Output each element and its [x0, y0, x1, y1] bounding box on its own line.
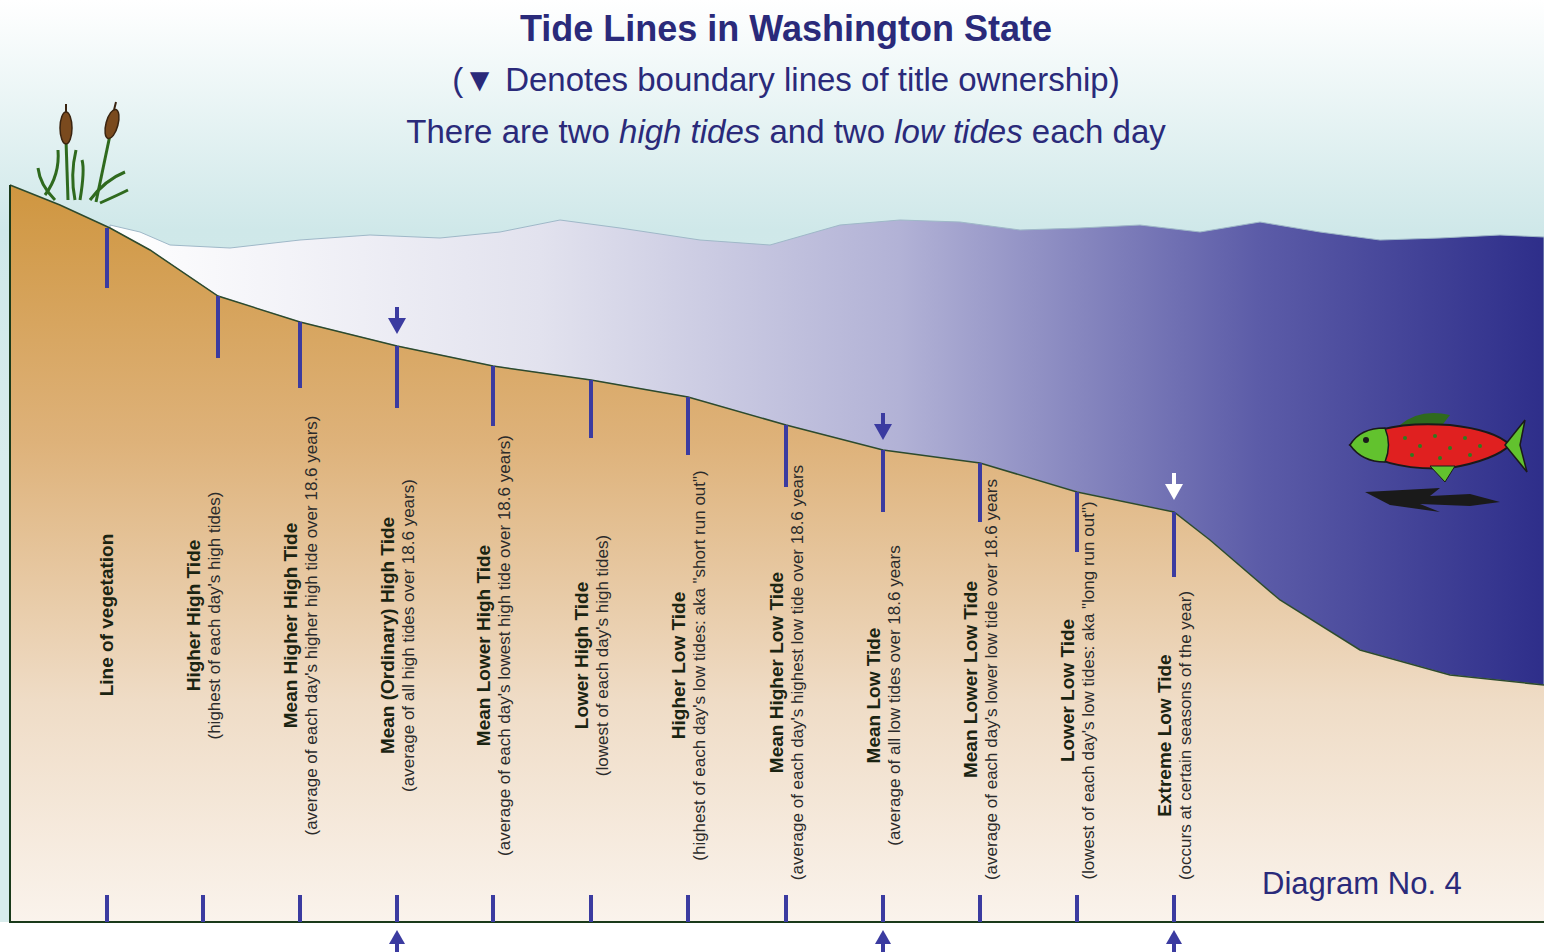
note-part: high tides: [619, 113, 760, 150]
tide-line-label: Lower High Tide(lowest of each day's hig…: [571, 435, 612, 875]
tide-line-description: (average of each day's lower low tide ov…: [982, 459, 1001, 899]
tide-line-name: Higher Low Tide: [668, 445, 690, 885]
tide-line-label: Extreme Low Tide(occurs at certain seaso…: [1154, 515, 1195, 952]
tide-line-description: (average of each day's higher high tide …: [302, 405, 321, 845]
tide-line-name: Mean (Ordinary) High Tide: [377, 415, 399, 855]
tide-line-name: Lower Low Tide: [1057, 471, 1079, 911]
tide-line-description: (highest of each day's high tides): [205, 395, 224, 835]
tide-line-label: Higher High Tide(highest of each day's h…: [183, 395, 224, 835]
tide-line-name: Mean Low Tide: [863, 475, 885, 915]
tide-line-label: Mean Lower High Tide(average of each day…: [473, 425, 514, 865]
tide-line-label: Mean Low Tide(average of all low tides o…: [863, 475, 904, 915]
note-part: low tides: [894, 113, 1022, 150]
tide-line-description: (lowest of each day's low tides: aka "lo…: [1079, 471, 1098, 911]
tide-line-label: Mean Higher Low Tide(average of each day…: [766, 452, 807, 892]
tide-line-description: (average of all low tides over 18.6 year…: [885, 475, 904, 915]
note-part: and two: [769, 113, 885, 150]
tide-line-description: (average of all high tides over 18.6 yea…: [399, 415, 418, 855]
tide-line-description: (average of each day's highest low tide …: [788, 452, 807, 892]
tide-line-label: Mean Higher High Tide(average of each da…: [280, 405, 321, 845]
tide-line-description: (highest of each day's low tides: aka "s…: [690, 445, 709, 885]
tide-line-label: Mean Lower Low Tide(average of each day'…: [960, 459, 1001, 899]
tide-line-name: Line of vegetation: [96, 395, 118, 835]
tide-line-label: Line of vegetation: [96, 395, 118, 835]
note-part: There are two: [406, 113, 610, 150]
tide-line-name: Mean Lower High Tide: [473, 425, 495, 865]
tide-line-name: Mean Lower Low Tide: [960, 459, 982, 899]
tide-line-name: Mean Higher High Tide: [280, 405, 302, 845]
tide-line-name: Lower High Tide: [571, 435, 593, 875]
tide-note: There are two high tides and two low tid…: [186, 112, 1386, 152]
tide-line-name: Higher High Tide: [183, 395, 205, 835]
note-part: each day: [1032, 113, 1166, 150]
tide-line-label: Higher Low Tide(highest of each day's lo…: [668, 445, 709, 885]
tide-line-name: Extreme Low Tide: [1154, 515, 1176, 952]
title: Tide Lines in Washington State: [186, 8, 1386, 50]
tide-line-label: Lower Low Tide(lowest of each day's low …: [1057, 471, 1098, 911]
tide-line-description: (occurs at certain seasons of the year): [1176, 515, 1195, 952]
subtitle: (▼ Denotes boundary lines of title owner…: [186, 60, 1386, 100]
tide-line-name: Mean Higher Low Tide: [766, 452, 788, 892]
tide-line-description: (lowest of each day's high tides): [593, 435, 612, 875]
tide-line-label: Mean (Ordinary) High Tide(average of all…: [377, 415, 418, 855]
tide-line-description: (average of each day's lowest high tide …: [495, 425, 514, 865]
diagram-number: Diagram No. 4: [1262, 866, 1462, 902]
